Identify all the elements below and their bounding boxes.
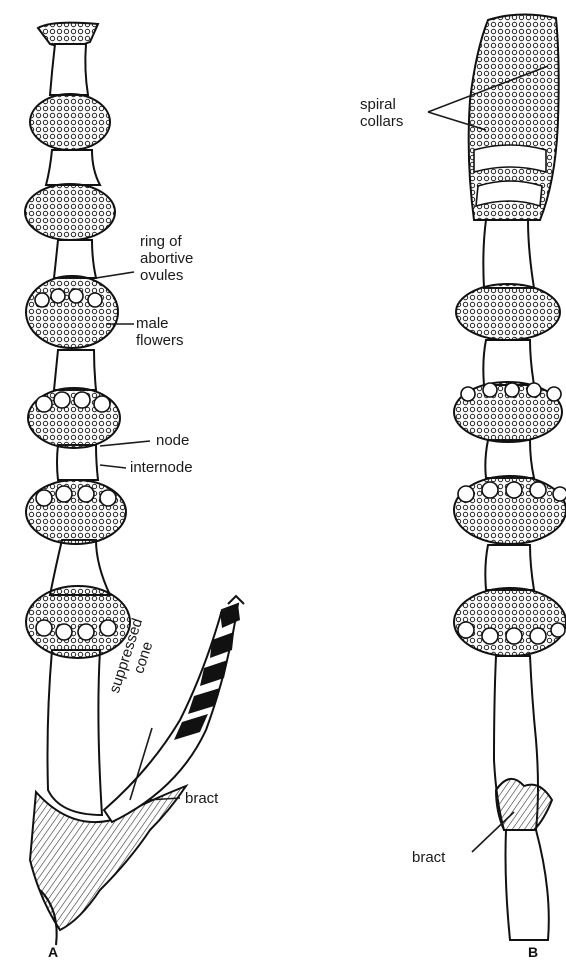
label-bract-a: bract — [185, 790, 218, 807]
label-ring-of-abortive-ovules: ring of abortive ovules — [140, 233, 193, 284]
label-spiral-collars: spiral collars — [360, 96, 403, 130]
label-male-flowers: male flowers — [136, 315, 184, 349]
label-node: node — [156, 432, 189, 449]
specimen-b — [454, 14, 566, 940]
panel-letter-b: B — [528, 944, 538, 960]
panel-letter-a: A — [48, 944, 58, 960]
label-bract-b: bract — [412, 849, 445, 866]
label-internode: internode — [130, 459, 193, 476]
